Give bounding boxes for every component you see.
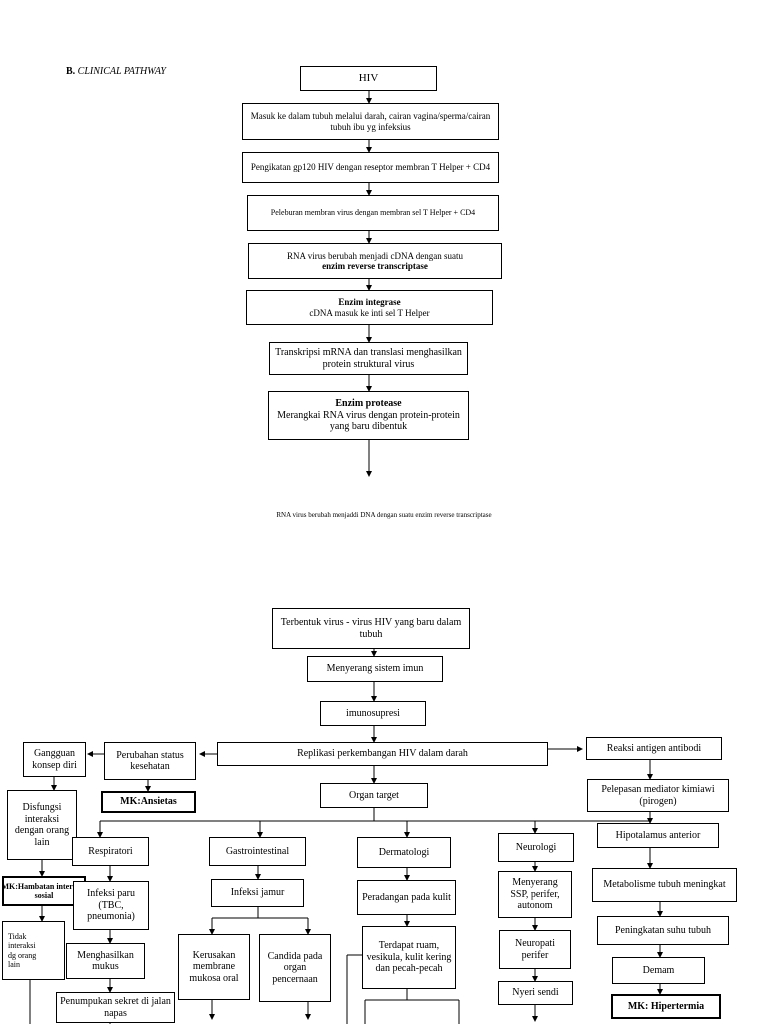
node-reaksi-antigen: Reaksi antigen antibodi [586,737,722,760]
node-infeksi-jamur: Infeksi jamur [211,879,304,907]
node-peningkatan-suhu: Peningkatan suhu tubuh [597,916,729,945]
node-metabolisme: Metabolisme tubuh meningkat [592,868,737,902]
node-imunosupresi: imunosupresi [320,701,426,726]
node-gastrointestinal: Gastrointestinal [209,837,306,866]
node-neurologi: Neurologi [498,833,574,862]
node-pelepasan-mediator: Pelepasan mediator kimiawi (pirogen) [587,779,729,812]
node-ruam-kulit: Terdapat ruam, vesikula, kulit kering da… [362,926,456,989]
node-hipotalamus: Hipotalamus anterior [597,823,719,848]
node-menghasilkan-mukus: Menghasilkan mukus [66,943,145,979]
section-prefix: B. [66,66,76,77]
node-neuropati-perifer: Neuropati perifer [499,930,571,969]
node-terbentuk-virus: Terbentuk virus - virus HIV yang baru da… [272,608,470,649]
section-header: B. CLINICAL PATHWAY [66,66,166,77]
node-infeksi-paru: Infeksi paru (TBC, pneumonia) [73,881,149,930]
node-peleburan: Peleburan membran virus dengan membran s… [247,195,499,231]
node-perubahan-status: Perubahan status kesehatan [104,742,196,780]
node-disfungsi: Disfungsi interaksi dengan orang lain [7,790,77,860]
node-replikasi: Replikasi perkembangan HIV dalam darah [217,742,548,766]
node-mk-hipertermia: MK: Hipertermia [611,994,721,1019]
node-demam: Demam [612,957,705,984]
node-candida: Candida pada organ pencernaan [259,934,331,1002]
node-peradangan-kulit: Peradangan pada kulit [357,880,456,915]
node-menyerang-ssp: Menyerang SSP, perifer, autonom [498,871,572,918]
node-gangguan-konsep: Gangguan konsep diri [23,742,86,777]
node-kerusakan-mukosa: Kerusakan membrane mukosa oral [178,934,250,1000]
node-respiratori: Respiratori [72,837,149,866]
node-transkripsi: Transkripsi mRNA dan translasi menghasil… [269,342,468,375]
node-menyerang-imun: Menyerang sistem imun [307,656,443,682]
node-organ-target: Organ target [320,783,428,808]
node-rna-cdna: RNA virus berubah menjadi cDNA dengan su… [248,243,502,279]
caption-text: RNA virus berubah menjaddi DNA dengan su… [276,511,492,519]
node-dermatologi: Dermatologi [357,837,451,868]
node-mk-ansietas: MK:Ansietas [101,791,196,813]
node-pengikatan: Pengikatan gp120 HIV dengan reseptor mem… [242,152,499,183]
node-penumpukan-sekret: Penumpukan sekret di jalan napas [56,992,175,1023]
node-masuk: Masuk ke dalam tubuh melalui darah, cair… [242,103,499,140]
node-nyeri-sendi: Nyeri sendi [498,981,573,1005]
node-hiv: HIV [300,66,437,91]
node-mk-hambatan: MK:Hambatan interaksi sosial [2,876,86,906]
section-title: CLINICAL PATHWAY [77,66,166,77]
